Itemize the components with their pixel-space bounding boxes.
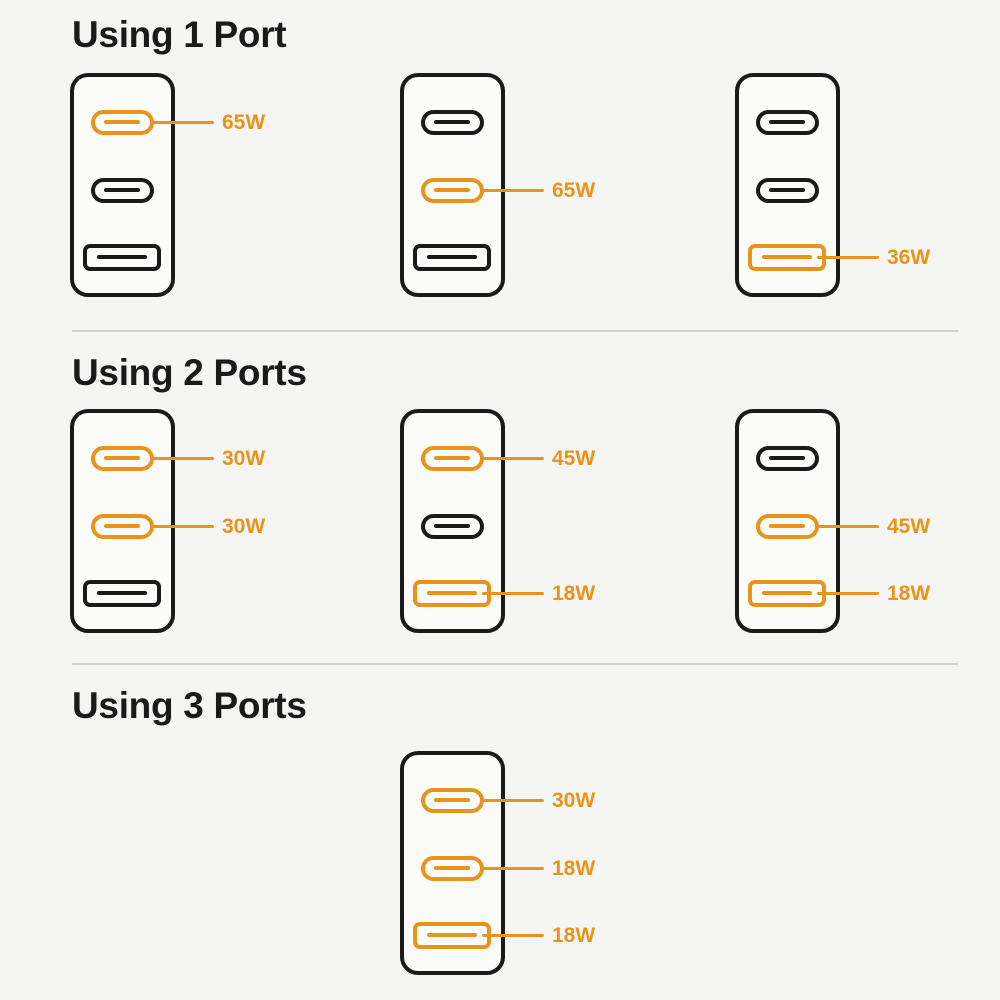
- charger-unit: 65W: [0, 0, 1000, 332]
- port-slot-icon: [769, 188, 805, 192]
- power-label: 18W: [552, 857, 596, 880]
- callout-line: [482, 866, 544, 870]
- section-title: Using 3 Ports: [72, 685, 307, 726]
- callout-line: [817, 524, 879, 528]
- port-slot-icon: [427, 255, 477, 259]
- charger-unit: 30W 18W 18W: [0, 665, 1000, 1000]
- port-slot-icon: [769, 524, 805, 528]
- usb-c-port: [90, 177, 154, 203]
- usb-c-port: [420, 513, 484, 539]
- callout-line: [817, 591, 879, 595]
- power-label: 18W: [552, 582, 596, 605]
- port-slot-icon: [762, 591, 812, 595]
- callout-line: [817, 255, 879, 259]
- power-label: 30W: [222, 447, 266, 470]
- usb-a-port: [83, 579, 161, 607]
- usb-c-port-active: [90, 445, 154, 471]
- callout-line: [482, 188, 544, 192]
- usb-c-port: [755, 109, 819, 135]
- port-slot-icon: [434, 798, 470, 802]
- usb-a-port-active: [748, 243, 826, 271]
- callout-line: [482, 591, 544, 595]
- port-slot-icon: [427, 591, 477, 595]
- section-title: Using 2 Ports: [72, 352, 307, 393]
- power-label: 30W: [552, 789, 596, 812]
- port-slot-icon: [769, 120, 805, 124]
- usb-a-port: [83, 243, 161, 271]
- power-label: 45W: [552, 447, 596, 470]
- callout-line: [482, 933, 544, 937]
- callout-line: [482, 798, 544, 802]
- charger-unit: 45W 18W: [0, 332, 1000, 665]
- charger-unit: 36W: [0, 0, 1000, 332]
- callout-line: [152, 456, 214, 460]
- power-label: 18W: [887, 582, 931, 605]
- section-divider: [72, 330, 958, 332]
- usb-c-port-active: [420, 855, 484, 881]
- port-slot-icon: [434, 866, 470, 870]
- section-using-2-ports: Using 2 Ports 30W 30W 45W 18W 45W 18W: [0, 332, 1000, 665]
- usb-c-port: [420, 109, 484, 135]
- section-using-3-ports: Using 3 Ports 30W 18W 18W: [0, 665, 1000, 1000]
- section-using-1-port: Using 1 Port 65W 65W 36W: [0, 0, 1000, 332]
- callout-line: [152, 524, 214, 528]
- port-slot-icon: [104, 456, 140, 460]
- port-slot-icon: [762, 255, 812, 259]
- usb-c-port-active: [755, 513, 819, 539]
- usb-a-port-active: [748, 579, 826, 607]
- power-label: 65W: [222, 111, 266, 134]
- power-label: 65W: [552, 179, 596, 202]
- usb-c-port-active: [420, 445, 484, 471]
- section-title: Using 1 Port: [72, 14, 287, 55]
- usb-c-port-active: [90, 513, 154, 539]
- port-slot-icon: [769, 456, 805, 460]
- usb-a-port-active: [413, 921, 491, 949]
- port-slot-icon: [104, 524, 140, 528]
- usb-c-port: [755, 177, 819, 203]
- power-label: 36W: [887, 246, 931, 269]
- section-divider: [72, 663, 958, 665]
- power-label: 30W: [222, 515, 266, 538]
- port-slot-icon: [427, 933, 477, 937]
- callout-line: [152, 120, 214, 124]
- charger-unit: 65W: [0, 0, 1000, 332]
- port-slot-icon: [434, 456, 470, 460]
- usb-c-port-active: [90, 109, 154, 135]
- port-slot-icon: [434, 524, 470, 528]
- port-slot-icon: [97, 591, 147, 595]
- usb-a-port: [413, 243, 491, 271]
- usb-c-port-active: [420, 177, 484, 203]
- charger-unit: 30W 30W: [0, 332, 1000, 665]
- port-slot-icon: [434, 120, 470, 124]
- power-label: 45W: [887, 515, 931, 538]
- port-slot-icon: [434, 188, 470, 192]
- callout-line: [482, 456, 544, 460]
- port-slot-icon: [104, 188, 140, 192]
- charger-unit: 45W 18W: [0, 332, 1000, 665]
- power-label: 18W: [552, 924, 596, 947]
- port-slot-icon: [104, 120, 140, 124]
- port-slot-icon: [97, 255, 147, 259]
- usb-c-port: [755, 445, 819, 471]
- usb-c-port-active: [420, 787, 484, 813]
